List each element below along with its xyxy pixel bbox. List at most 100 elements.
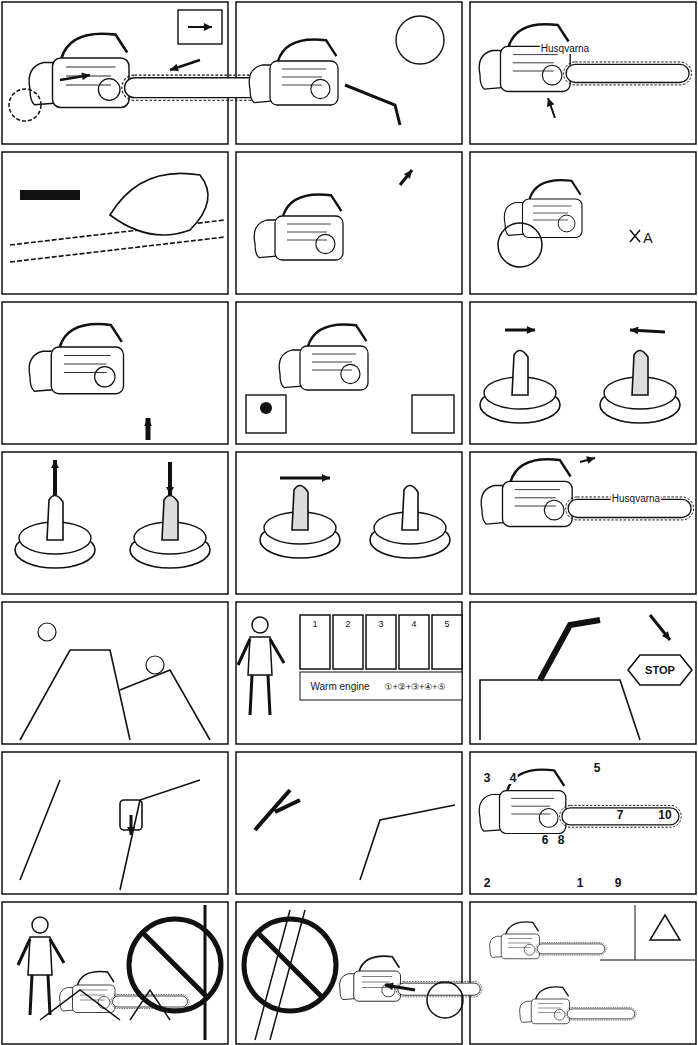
drawing-part <box>60 324 122 347</box>
drawing-part <box>506 922 539 934</box>
sticker-caption: Warm engine <box>309 682 370 692</box>
drawing-part <box>282 69 326 85</box>
sticker-tile <box>300 615 330 669</box>
drawing-part <box>18 939 64 1015</box>
sticker-sequence: ①+②+③+④+⑤ <box>383 683 446 692</box>
fuel-icon <box>412 395 454 433</box>
drawing-part <box>533 206 572 220</box>
operator-figure <box>18 917 64 1015</box>
drawing-part <box>64 356 111 373</box>
callout-number: 3 <box>483 772 492 784</box>
panel-frame <box>236 602 462 744</box>
arrow-head <box>72 191 80 199</box>
chainsaw-drawing <box>504 180 582 237</box>
drawing-part <box>311 79 330 98</box>
panel-frame <box>236 152 462 294</box>
drawing-part <box>531 999 569 1024</box>
cap-lever <box>632 350 648 395</box>
cap-lever <box>162 495 178 540</box>
drawing-part <box>567 1009 635 1019</box>
drawing-part <box>95 367 115 387</box>
drawing-part <box>554 1009 565 1020</box>
arrow-head <box>170 64 179 71</box>
warning-triangle <box>650 915 680 940</box>
drawing-part <box>539 809 558 828</box>
panel-frame <box>236 302 462 444</box>
bar-brand: Husqvarna <box>611 494 661 504</box>
drawing-part <box>544 500 564 520</box>
tree <box>204 905 207 1040</box>
chainsaw-drawing <box>60 972 190 1013</box>
drawing-part <box>537 944 605 954</box>
drawing-part <box>501 934 539 959</box>
drawing-part <box>524 944 535 955</box>
sticker-number: 5 <box>443 620 450 629</box>
chainsaw-drawing <box>29 34 262 108</box>
drawing-part <box>283 194 341 216</box>
arrow <box>400 170 412 185</box>
panel-frame <box>470 302 696 444</box>
arrow-head <box>586 456 595 464</box>
brake-drum <box>498 223 542 267</box>
drawing-part <box>515 490 560 506</box>
chain-brake <box>540 620 600 680</box>
panel-frame <box>470 2 696 144</box>
drawing-part <box>566 64 689 82</box>
callout-number: 7 <box>616 809 625 821</box>
sticker-number: 4 <box>410 620 417 629</box>
arrow-head <box>204 23 212 31</box>
drawing-part <box>500 791 566 834</box>
chainsaw-drawing <box>29 324 123 394</box>
spark-plug <box>255 790 300 830</box>
panel-frame <box>470 152 696 294</box>
tool <box>345 85 400 125</box>
cap-lever <box>292 485 308 530</box>
operator-figure <box>238 617 284 715</box>
arrow-head <box>166 487 174 495</box>
drawing-part <box>51 347 123 394</box>
panel-frame <box>2 302 228 444</box>
panel-frame <box>236 752 462 894</box>
drawing-part <box>508 939 533 948</box>
drawing-part <box>341 364 360 383</box>
drawing-part <box>32 917 48 933</box>
chainsaw-drawing <box>479 770 681 834</box>
callout-number: 6 <box>541 834 550 846</box>
callout-number: 2 <box>483 877 492 889</box>
arrow-head <box>547 98 554 107</box>
arrow <box>650 615 670 640</box>
callout-number: 8 <box>557 834 566 846</box>
arrow-head <box>385 982 394 990</box>
panel-frame <box>470 752 696 894</box>
sprocket <box>9 89 41 121</box>
panel-frame <box>2 902 228 1044</box>
chainsaw-drawing <box>520 987 637 1024</box>
drawing-part <box>28 937 52 975</box>
drawing-part <box>278 39 336 61</box>
callout-number: 9 <box>614 877 623 889</box>
marker-x <box>630 230 640 242</box>
sticker-number: 3 <box>377 620 384 629</box>
sticker-tile <box>432 615 462 669</box>
cap-lever <box>512 350 528 395</box>
chainsaw-drawing <box>339 956 481 1001</box>
callout-number: 5 <box>593 762 602 774</box>
panel-frame <box>236 452 462 594</box>
cap-lever <box>402 485 418 530</box>
callout-ring <box>38 623 56 641</box>
prohibition-sign <box>129 919 221 1011</box>
drawing-part <box>560 805 682 827</box>
glove <box>110 173 208 235</box>
sticker-tile <box>366 615 396 669</box>
drawing-part <box>316 234 335 253</box>
kickback-line <box>600 905 695 960</box>
drawing-part <box>503 481 573 526</box>
arrow-head <box>322 474 330 482</box>
switch-detail <box>20 780 200 890</box>
callout-ring <box>146 656 164 674</box>
panel-frame <box>2 452 228 594</box>
drawing-part <box>558 215 575 232</box>
drawing-part <box>275 216 343 260</box>
